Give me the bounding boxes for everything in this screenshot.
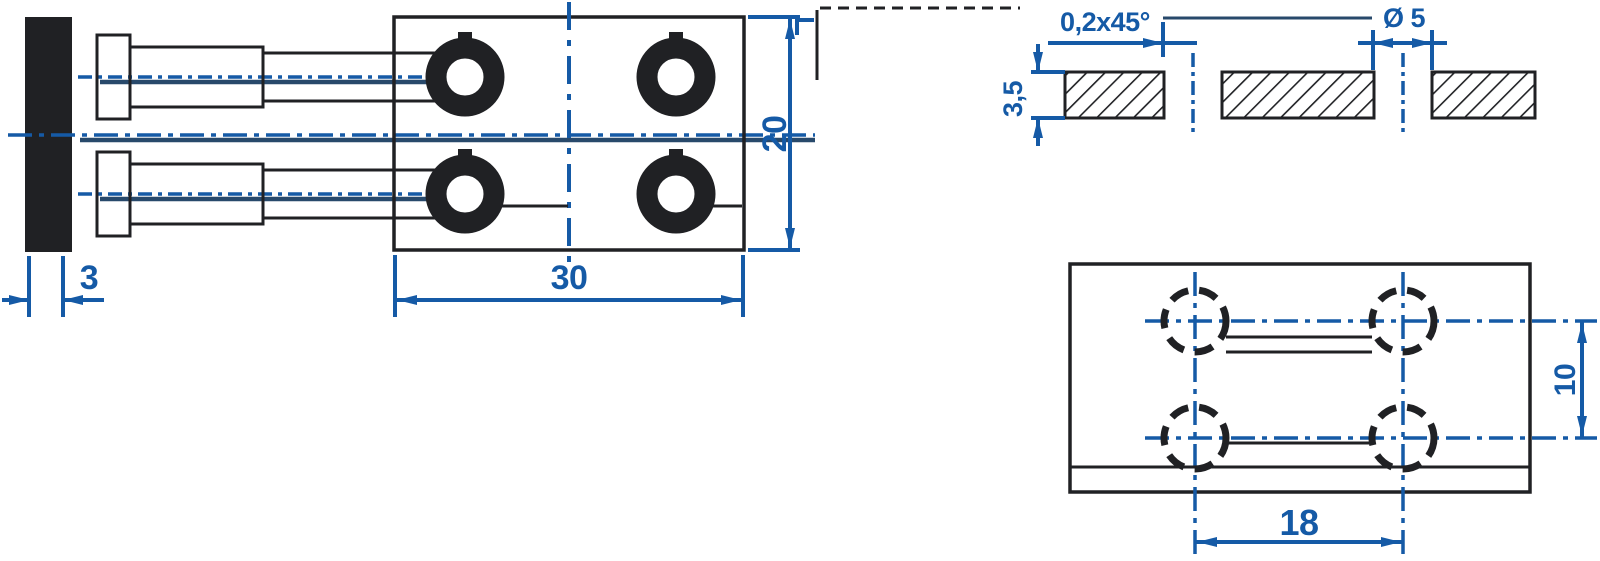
side-view [8, 17, 815, 252]
dimension-block-width: 30 [393, 255, 745, 317]
hole-ring-bottom-left [425, 154, 505, 234]
plate-outline [1068, 262, 1532, 494]
hidden-hole-top-right [1368, 286, 1438, 356]
top-view: 18 10 [1068, 262, 1597, 559]
dimension-chamfer: 0,2x45° [1048, 7, 1372, 57]
dimension-hole-spacing-x: 18 [1195, 502, 1403, 547]
ring-nub [669, 32, 683, 43]
front-view [392, 2, 746, 262]
hole-ring-bottom-right [636, 154, 716, 234]
arrowhead [1412, 38, 1432, 48]
section-segment [1430, 70, 1537, 120]
arrowhead [397, 295, 417, 305]
arrowhead [9, 295, 29, 305]
hidden-hole-top-left [1160, 286, 1230, 356]
arrowhead [785, 19, 795, 39]
dim-label-section-thickness: 3,5 [998, 81, 1028, 118]
dim-label-height: 20 [756, 116, 794, 153]
ring-nub [458, 32, 472, 43]
arrowhead [1197, 537, 1217, 547]
arrowhead [721, 295, 741, 305]
dimension-section-thickness: 3,5 [998, 44, 1065, 146]
dimension-hole-diameter: Ø 5 [1358, 3, 1447, 70]
bottom-screw [95, 150, 442, 238]
arrowhead [785, 228, 795, 248]
cropped-edge-marks [795, 6, 1020, 80]
arrowhead [1577, 323, 1587, 343]
arrowhead [1143, 38, 1163, 48]
dim-label-chamfer: 0,2x45° [1060, 7, 1150, 37]
arrowhead [1033, 52, 1043, 72]
dim-label-plate-thickness: 3 [80, 259, 98, 297]
arrowhead [1577, 416, 1587, 436]
dimension-block-height: 20 [748, 15, 800, 252]
ring-nub [669, 149, 683, 160]
ring-nub [458, 149, 472, 160]
hidden-hole-bottom-left [1160, 403, 1230, 473]
dimension-plate-thickness: 3 [2, 256, 104, 317]
arrowhead [1381, 537, 1401, 547]
dim-label-hole-spacing-x: 18 [1279, 502, 1318, 543]
arrowhead [1033, 118, 1043, 138]
section-segment [1220, 70, 1376, 120]
dim-label-hole-diameter: Ø 5 [1383, 3, 1426, 33]
dimension-hole-spacing-y: 10 [1549, 321, 1587, 438]
hidden-hole-bottom-right [1368, 403, 1438, 473]
section-view: 3,5 0,2x45° Ø 5 [998, 3, 1537, 146]
hole-ring-top-left [425, 37, 505, 117]
arrowhead [1373, 38, 1393, 48]
arrowhead [63, 295, 83, 305]
dim-label-hole-spacing-y: 10 [1549, 364, 1582, 396]
hole-ring-top-right [636, 37, 716, 117]
dim-label-width: 30 [551, 259, 588, 297]
section-segment [1063, 70, 1166, 120]
